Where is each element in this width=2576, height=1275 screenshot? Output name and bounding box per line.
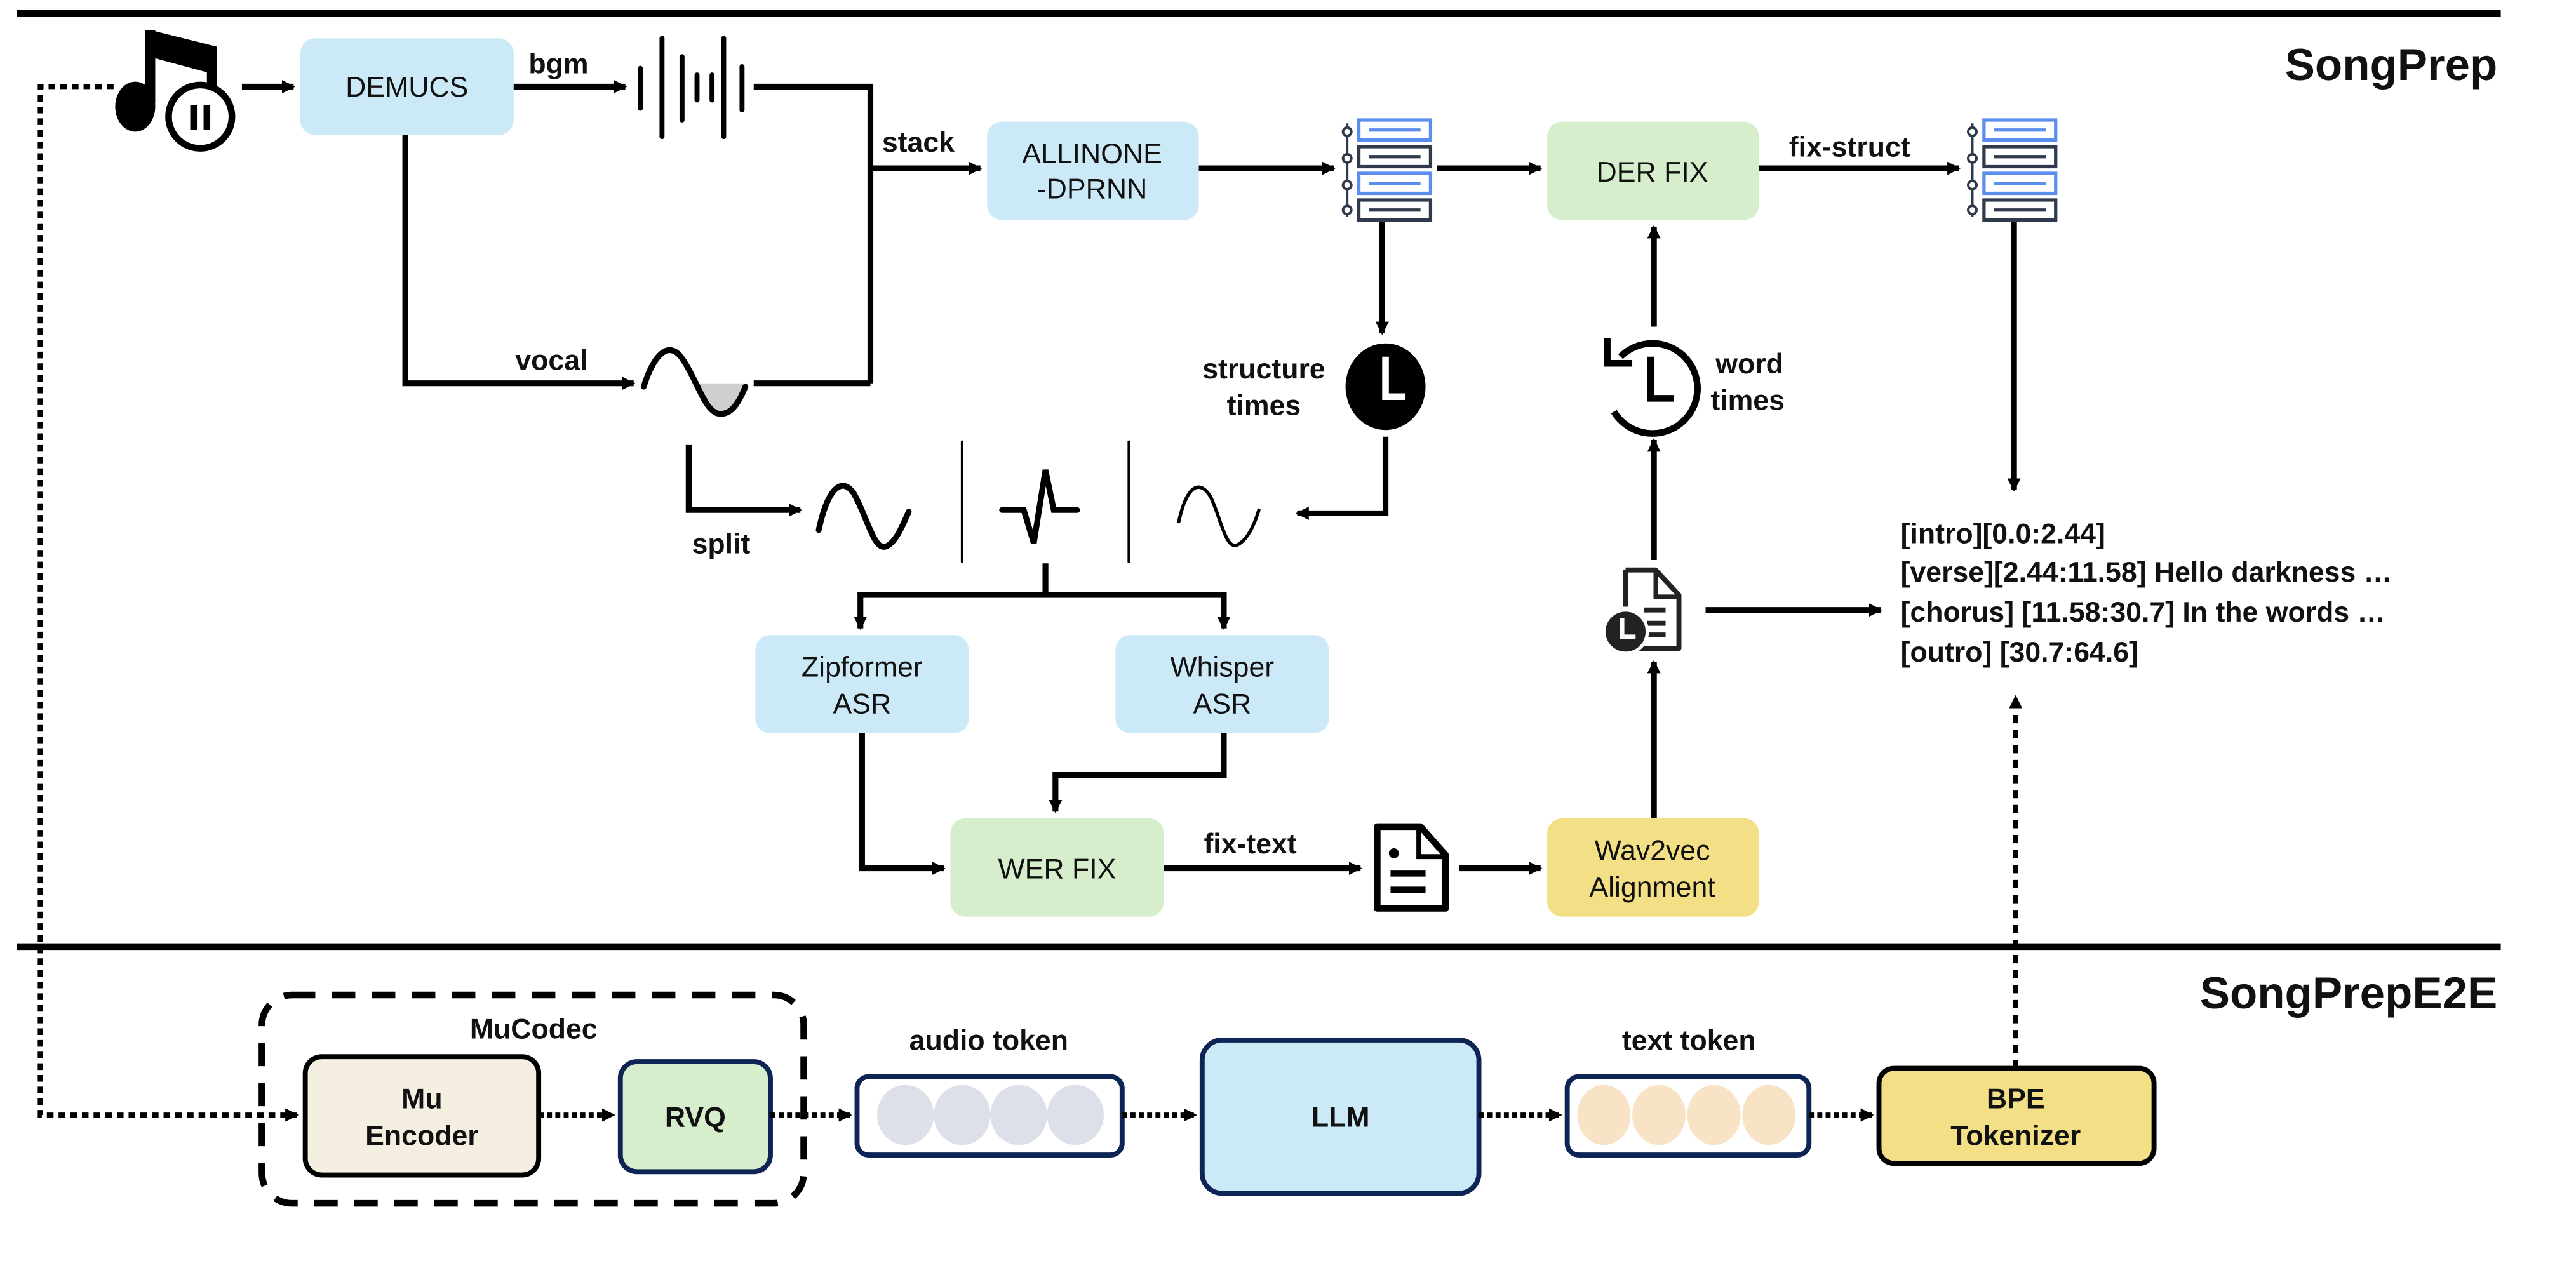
arrow-split-to-whisper — [1045, 592, 1231, 631]
arrow-zipformer-to-werfix — [859, 733, 946, 876]
node-wav2vec-label-line2: Alignment — [1589, 872, 1715, 903]
node-bpe-tokenizer: BPE Tokenizer — [1876, 1065, 2157, 1166]
music-note-pause-icon — [115, 30, 236, 152]
node-bpe-label-line2: Tokenizer — [1950, 1120, 2081, 1151]
output-line: [outro] [30.7:64.6] — [1901, 637, 2138, 668]
node-wav2vec-label-line1: Wav2vec — [1595, 835, 1710, 866]
audio-token-sequence — [854, 1074, 1125, 1158]
text-token-sequence — [1564, 1074, 1812, 1158]
mucodec-group — [258, 991, 807, 1207]
node-wav2vec-alignment: Wav2vec Alignment — [1547, 818, 1759, 917]
arrow-demucs-to-vocal — [402, 135, 636, 391]
node-mu-encoder: Mu Encoder — [302, 1054, 542, 1178]
edge-label-stack: stack — [882, 127, 955, 158]
clock-filled-icon — [1345, 343, 1426, 431]
document-icon — [1374, 823, 1449, 912]
output-line: [chorus] [11.58:30.7] In the words … — [1901, 597, 2386, 628]
arrow-vocal-to-split — [685, 444, 802, 517]
section-title-songprep: SongPrep — [2285, 40, 2498, 90]
connector-bgm-to-stack — [753, 83, 874, 384]
node-zipformer-asr: Zipformer ASR — [755, 635, 969, 733]
node-zipformer-label-line1: Zipformer — [802, 652, 923, 683]
node-der-fix: DER FIX — [1547, 121, 1759, 220]
node-llm-label: LLM — [1311, 1102, 1370, 1133]
bgm-waveform-icon — [638, 36, 745, 140]
edge-label-split: split — [692, 528, 751, 559]
text-token — [1742, 1085, 1796, 1145]
node-demucs-label: DEMUCS — [345, 72, 468, 103]
dotted-connector-music-to-mu-encoder — [37, 84, 299, 1122]
text-token-label: text token — [1622, 1025, 1756, 1057]
node-allinone-label-line1: ALLINONE — [1022, 138, 1162, 170]
edge-label-structure-times-line1: structure — [1202, 354, 1325, 385]
text-token — [1687, 1085, 1741, 1145]
node-allinone-label-line2: -DPRNN — [1037, 173, 1147, 204]
output-line: [intro][0.0:2.44] — [1901, 519, 2105, 550]
edge-label-fix-text: fix-text — [1204, 829, 1296, 860]
node-llm: LLM — [1199, 1037, 1482, 1196]
edge-label-word-times-line2: times — [1710, 385, 1785, 417]
node-whisper-asr: Whisper ASR — [1115, 635, 1329, 733]
arrow-clock-to-split — [1295, 436, 1389, 520]
split-wave-icon — [815, 440, 1261, 563]
structure-list-icon — [1341, 118, 1433, 222]
text-token — [1577, 1085, 1631, 1145]
audio-token-label: audio token — [909, 1025, 1068, 1057]
arrow-whisper-to-werfix — [1049, 733, 1227, 813]
audio-token — [876, 1085, 934, 1145]
clock-history-icon — [1604, 338, 1701, 437]
node-bpe-label-line1: BPE — [1987, 1084, 2045, 1115]
edge-label-fix-struct: fix-struct — [1789, 132, 1910, 163]
node-mu-encoder-label-line2: Encoder — [365, 1120, 478, 1151]
edge-label-bgm: bgm — [528, 48, 588, 79]
node-der-fix-label: DER FIX — [1597, 157, 1708, 188]
audio-token — [990, 1085, 1047, 1145]
node-zipformer-label-line2: ASR — [833, 688, 891, 719]
audio-token — [1047, 1085, 1104, 1145]
vocal-sine-wave-icon — [640, 347, 749, 417]
node-wer-fix: WER FIX — [950, 818, 1164, 917]
arrow-split-to-zipformer — [854, 592, 1046, 631]
node-rvq: RVQ — [617, 1059, 773, 1175]
audio-token — [934, 1085, 991, 1145]
node-wer-fix-label: WER FIX — [998, 853, 1117, 884]
fixed-structure-list-icon — [1966, 118, 2058, 222]
edge-label-structure-times-line2: times — [1227, 391, 1301, 422]
node-mu-encoder-label-line1: Mu — [401, 1084, 442, 1115]
node-whisper-label-line1: Whisper — [1171, 652, 1275, 683]
section-title-songprep-e2e: SongPrepE2E — [2200, 968, 2498, 1018]
output-line: [verse][2.44:11.58] Hello darkness … — [1901, 557, 2392, 588]
text-token — [1632, 1085, 1686, 1145]
node-rvq-label: RVQ — [665, 1102, 726, 1133]
edge-label-vocal: vocal — [515, 345, 587, 377]
node-whisper-label-line2: ASR — [1193, 688, 1251, 719]
node-allinone-dprnn: ALLINONE -DPRNN — [987, 121, 1199, 220]
edge-label-word-times-line1: word — [1715, 349, 1783, 380]
output-lyrics-block: [intro][0.0:2.44] [verse][2.44:11.58] He… — [1901, 519, 2392, 668]
document-clock-icon — [1602, 567, 1682, 655]
node-demucs: DEMUCS — [300, 38, 514, 135]
mucodec-group-label: MuCodec — [470, 1013, 598, 1045]
